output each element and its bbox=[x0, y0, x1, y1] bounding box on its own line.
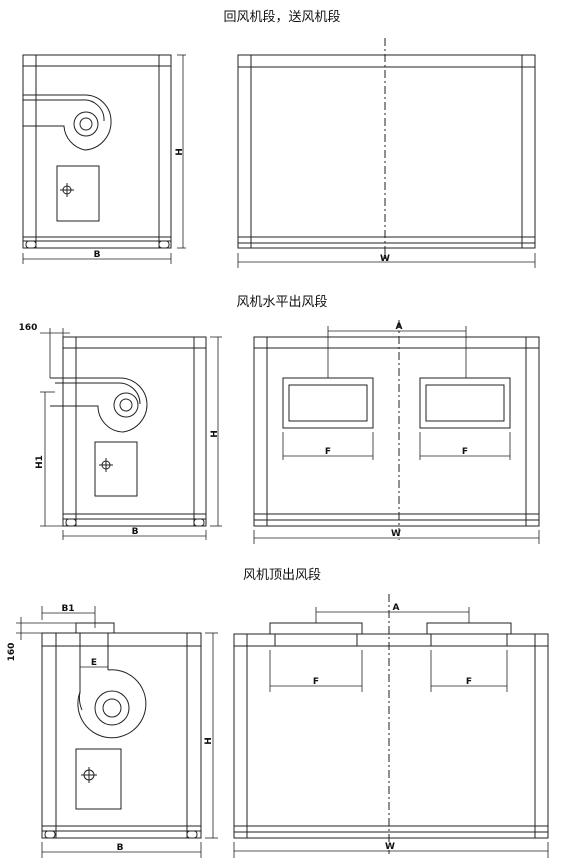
dimension-lines bbox=[40, 328, 222, 540]
top-outlet-left bbox=[269, 622, 363, 635]
side-view bbox=[50, 336, 207, 527]
fan-impeller-inner bbox=[102, 698, 122, 718]
dim-label-f: F bbox=[466, 677, 472, 687]
fan-impeller-inner bbox=[119, 398, 133, 412]
dim-label-offset: 160 bbox=[7, 643, 17, 662]
fan-impeller-inner bbox=[79, 117, 93, 131]
dim-label-f: F bbox=[313, 677, 319, 687]
dimension-lines bbox=[253, 326, 540, 544]
top-outlet-right bbox=[426, 622, 512, 635]
front-view bbox=[253, 320, 540, 540]
motor-box bbox=[94, 441, 138, 497]
dim-label-b: B bbox=[132, 527, 139, 537]
dim-label-b: B bbox=[117, 843, 124, 853]
dimension-lines bbox=[233, 607, 549, 858]
section-title: 回风机段，送风机段 bbox=[223, 10, 340, 25]
fan-impeller-outer bbox=[94, 690, 130, 726]
dim-label-e: E bbox=[91, 658, 97, 668]
dimension-lines bbox=[16, 606, 218, 858]
dim-label-w: W bbox=[380, 254, 390, 264]
front-view bbox=[233, 594, 549, 854]
fan-impeller-outer bbox=[113, 392, 139, 418]
dim-label-offset: 160 bbox=[19, 323, 38, 333]
dim-label-a: A bbox=[393, 603, 400, 613]
section-title: 风机顶出风段 bbox=[243, 568, 321, 583]
dim-label-h: H bbox=[175, 148, 185, 156]
dim-label-f: F bbox=[325, 447, 331, 457]
fan-housing bbox=[50, 377, 148, 433]
side-view bbox=[41, 622, 202, 839]
side-view bbox=[22, 54, 172, 249]
outlet-right bbox=[419, 377, 511, 429]
dim-label-b1: B1 bbox=[61, 604, 74, 614]
motor-box bbox=[75, 748, 122, 810]
motor-box bbox=[56, 165, 100, 222]
front-view bbox=[237, 38, 536, 262]
fan-housing bbox=[23, 94, 112, 151]
dim-label-b: B bbox=[94, 250, 101, 260]
dim-label-h1: H1 bbox=[35, 455, 45, 469]
dimension-lines bbox=[237, 253, 536, 268]
dim-label-w: W bbox=[385, 842, 395, 852]
section-title: 风机水平出风段 bbox=[236, 295, 327, 310]
dim-label-w: W bbox=[391, 529, 401, 539]
dim-label-f: F bbox=[462, 447, 468, 457]
dim-label-a: A bbox=[396, 322, 403, 332]
fan-housing bbox=[77, 669, 147, 739]
fan-impeller-outer bbox=[73, 111, 99, 137]
dim-label-h: H bbox=[204, 737, 214, 745]
dim-label-h: H bbox=[210, 430, 220, 438]
dimension-lines bbox=[22, 54, 186, 264]
